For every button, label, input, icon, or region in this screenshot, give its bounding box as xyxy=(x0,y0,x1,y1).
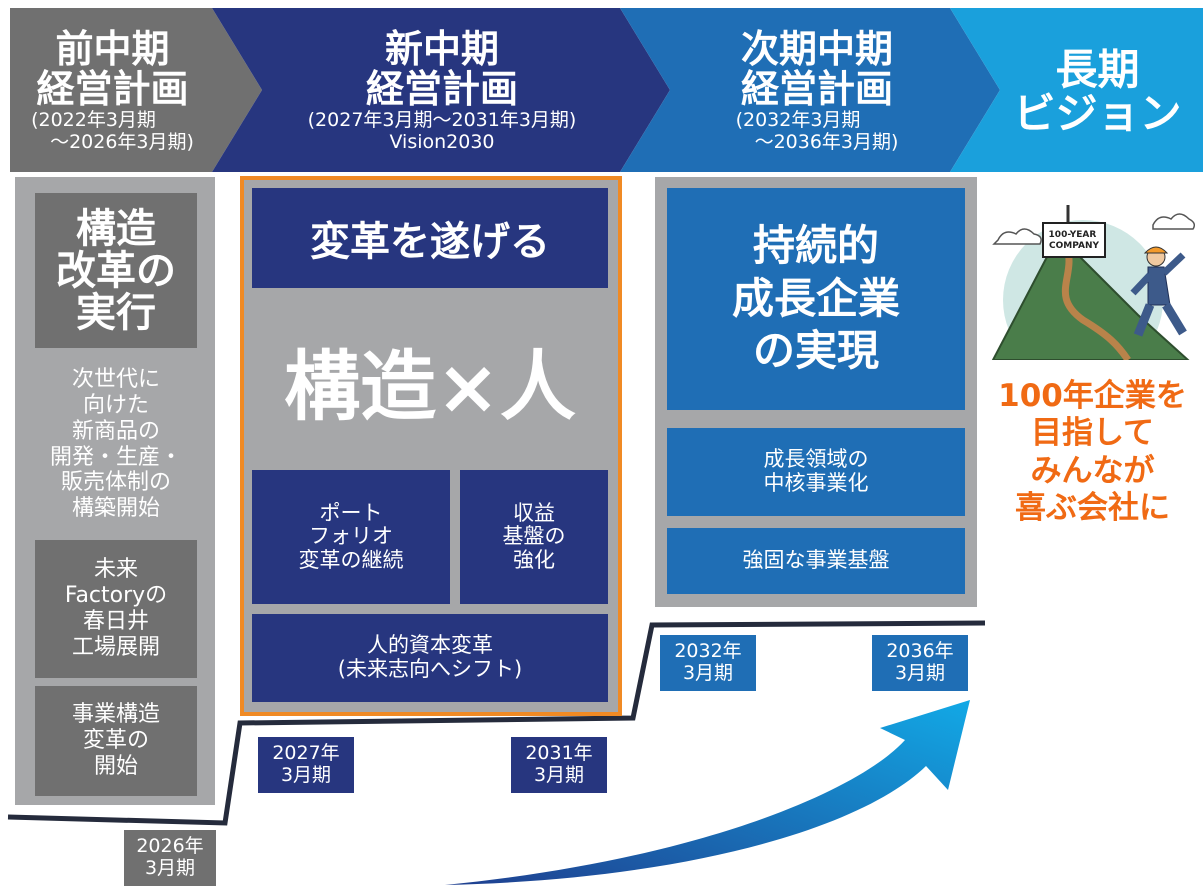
sign-board xyxy=(1042,222,1106,258)
col2-theme-box: 構造×人 xyxy=(252,300,608,460)
col2-heading-box: 変革を遂げる xyxy=(252,188,608,288)
sign-text: 100-YEAR COMPANY xyxy=(1049,230,1100,251)
sign-text-line1: 100-YEAR xyxy=(1049,230,1097,240)
col3-box2: 強固な事業基盤 xyxy=(667,528,965,594)
col3-box1: 成長領域の 中核事業化 xyxy=(667,428,965,516)
col2-theme: 構造×人 xyxy=(284,342,576,431)
cloud-icon xyxy=(1152,213,1196,230)
year-label-2036: 2036年 3月期 xyxy=(872,635,968,691)
phase4-label: 長期 ビジョン xyxy=(1000,12,1195,172)
phase3-period: (2032年3月期 ～2036年3月期) xyxy=(735,109,899,153)
col3-box2-text: 強固な事業基盤 xyxy=(742,548,890,573)
col2-box1: ポート フォリオ 変革の継続 xyxy=(252,470,450,604)
hundred-year-company-illustration: 100-YEAR COMPANY xyxy=(988,195,1198,360)
phase4-title: 長期 ビジョン xyxy=(1013,44,1182,138)
phase1-arrow xyxy=(10,8,262,172)
col3-box1-text: 成長領域の 中核事業化 xyxy=(763,447,869,495)
year-label-2026: 2026年 3月期 xyxy=(124,830,216,886)
staircase-line xyxy=(7,620,986,826)
col3-heading-box: 持続的 成長企業 の実現 xyxy=(667,188,965,410)
mountain-path xyxy=(1061,243,1131,360)
climber-figure xyxy=(1130,246,1187,337)
year-label-2032: 2032年 3月期 xyxy=(660,635,756,691)
year-label-2027: 2027年 3月期 xyxy=(258,737,354,793)
phase1-title: 前中期 経営計画 xyxy=(36,27,189,112)
col2-box3-text: 人的資本変革 (未来志向へシフト) xyxy=(337,633,523,681)
year-2031-text: 2031年 3月期 xyxy=(525,742,593,786)
col4-goal-box: 100年企業を 目指して みんなが 喜ぶ会社に xyxy=(985,365,1200,540)
phase1-period: (2022年3月期 ～2026年3月期) xyxy=(31,109,194,153)
phase-header-arrows xyxy=(10,8,1203,172)
phase2-period: (2027年3月期～2031年3月期) Vision2030 xyxy=(307,109,577,153)
col1-heading: 構造 改革の 実行 xyxy=(56,205,176,336)
phase1-label: 前中期 経営計画 (2022年3月期 ～2026年3月期) xyxy=(10,12,215,172)
col1-box3-text: 事業構造 変革の 開始 xyxy=(71,702,160,779)
phase2-arrow xyxy=(212,8,670,172)
col1-box2-text: 未来 Factoryの 春日井 工場展開 xyxy=(64,557,168,660)
phase4-arrow xyxy=(950,8,1203,172)
col1-text-box: 次世代に 向けた 新商品の 開発・生産・ 販売体制の 構築開始 xyxy=(22,352,210,537)
growth-arrow xyxy=(445,700,970,885)
col2-heading: 変革を遂げる xyxy=(310,219,550,265)
col1-heading-box: 構造 改革の 実行 xyxy=(35,193,197,348)
col2-box1-text: ポート フォリオ 変革の継続 xyxy=(298,500,404,572)
phase3-title: 次期中期 経営計画 xyxy=(740,27,893,112)
col2-box3: 人的資本変革 (未来志向へシフト) xyxy=(252,614,608,702)
phase3-arrow xyxy=(620,8,1000,172)
phase3-label: 次期中期 経営計画 (2032年3月期 ～2036年3月期) xyxy=(672,12,962,172)
col1-box3: 事業構造 変革の 開始 xyxy=(35,686,197,796)
col1-box2: 未来 Factoryの 春日井 工場展開 xyxy=(35,540,197,678)
year-2027-text: 2027年 3月期 xyxy=(272,742,340,786)
col3-heading: 持続的 成長企業 の実現 xyxy=(731,221,900,376)
cloud-icon xyxy=(992,228,1042,245)
year-2036-text: 2036年 3月期 xyxy=(886,640,954,684)
year-2032-text: 2032年 3月期 xyxy=(674,640,742,684)
col2-box2: 収益 基盤の 強化 xyxy=(460,470,608,604)
phase2-title: 新中期 経営計画 xyxy=(365,27,518,112)
sign-text-line2: COMPANY xyxy=(1049,241,1099,251)
year-label-2031: 2031年 3月期 xyxy=(511,737,607,793)
year-2026-text: 2026年 3月期 xyxy=(136,835,204,879)
col4-goal: 100年企業を 目指して みんなが 喜ぶ会社に xyxy=(998,378,1187,526)
phase2-label: 新中期 経営計画 (2027年3月期～2031年3月期) Vision2030 xyxy=(262,12,622,172)
col1-text: 次世代に 向けた 新商品の 開発・生産・ 販売体制の 構築開始 xyxy=(49,367,182,521)
col2-box2-text: 収益 基盤の 強化 xyxy=(502,500,566,572)
